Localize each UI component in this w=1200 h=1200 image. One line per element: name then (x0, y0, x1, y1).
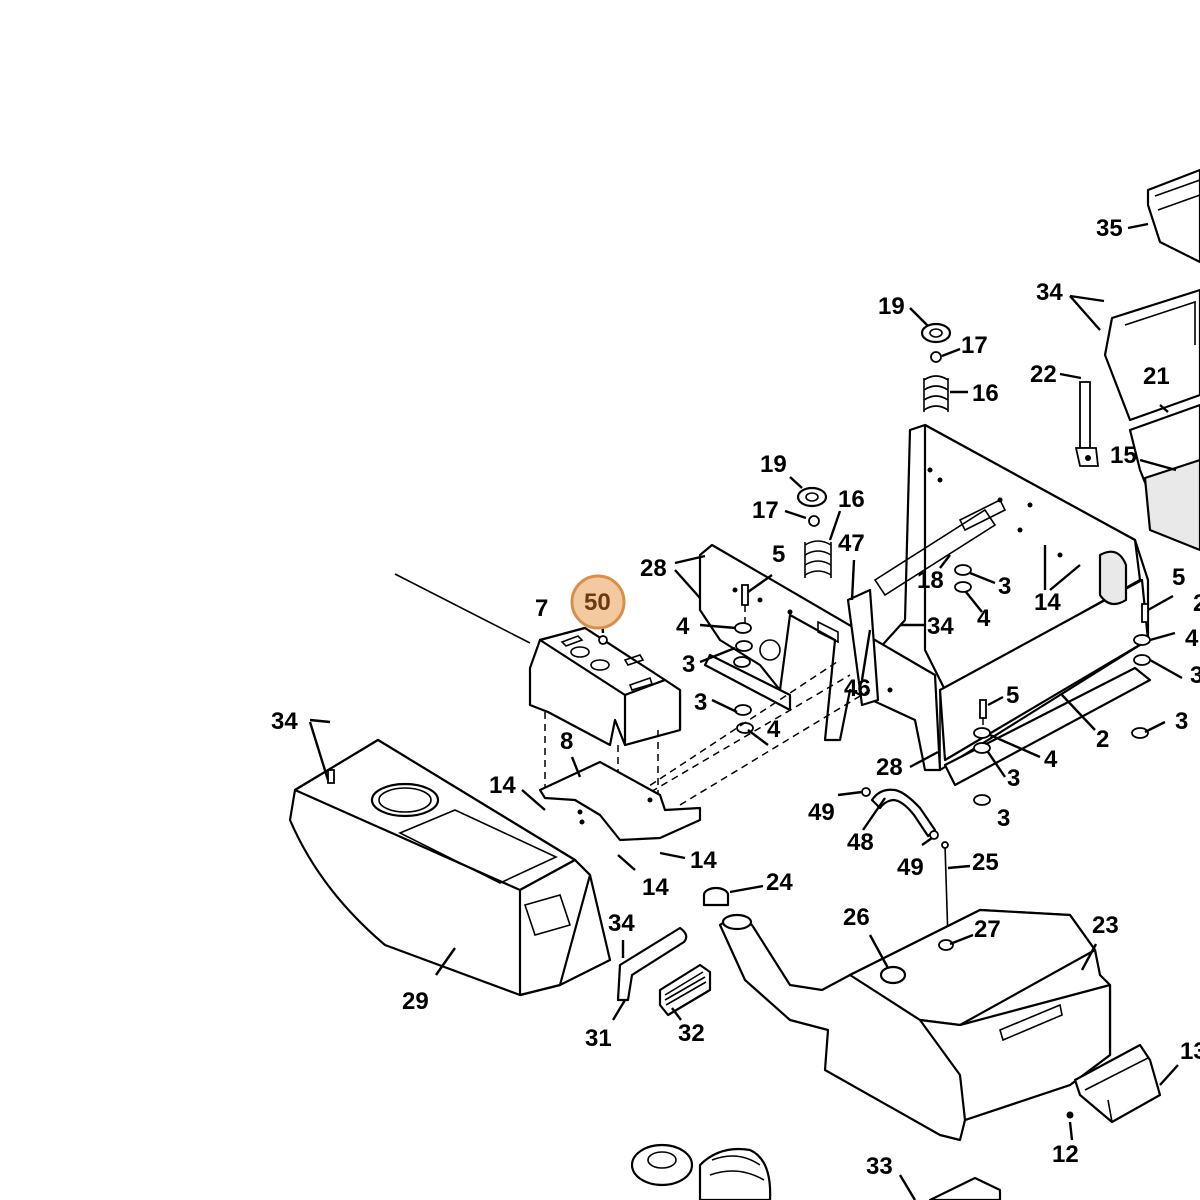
part-33-assembly (630, 1143, 1002, 1200)
label-13[interactable]: 13 (1180, 1038, 1200, 1065)
label-33[interactable]: 33 (866, 1153, 893, 1180)
label-4[interactable]: 4 (676, 613, 690, 640)
label-19b[interactable]: 19 (760, 451, 787, 478)
label-15[interactable]: 15 (1110, 442, 1137, 469)
part-22-rod (1074, 381, 1100, 467)
label-19[interactable]: 19 (878, 293, 905, 320)
label-24[interactable]: 24 (766, 869, 793, 896)
spring-assembly-upper (920, 322, 952, 412)
label-5[interactable]: 5 (772, 541, 785, 568)
label-23[interactable]: 23 (1092, 912, 1119, 939)
part-31-rod (616, 926, 688, 1002)
label-8[interactable]: 8 (560, 728, 573, 755)
label-22[interactable]: 22 (1030, 361, 1057, 388)
label-26[interactable]: 26 (843, 904, 870, 931)
label-4f[interactable]: 4 (1185, 625, 1199, 652)
callout-labels: 35 34 19 17 16 22 21 15 19 17 16 47 28 5… (271, 215, 1200, 1180)
part-35-tray (1146, 168, 1200, 264)
label-4b[interactable]: 4 (977, 605, 991, 632)
label-2b[interactable]: 2 (1193, 590, 1200, 617)
label-17b[interactable]: 17 (752, 497, 779, 524)
part-23-fuel-tank (718, 908, 1112, 1142)
label-28[interactable]: 28 (640, 555, 667, 582)
assembly-dash-lines (544, 659, 871, 840)
label-46[interactable]: 46 (844, 675, 871, 702)
label-16[interactable]: 16 (972, 380, 999, 407)
label-35[interactable]: 35 (1096, 215, 1123, 242)
label-16b[interactable]: 16 (838, 486, 865, 513)
part-47-tube (846, 588, 880, 707)
label-12[interactable]: 12 (1052, 1141, 1079, 1168)
label-31[interactable]: 31 (585, 1025, 612, 1052)
label-17[interactable]: 17 (961, 332, 988, 359)
label-7[interactable]: 7 (535, 595, 548, 622)
label-21[interactable]: 21 (1143, 363, 1170, 390)
label-14c[interactable]: 14 (690, 847, 717, 874)
label-34c[interactable]: 34 (271, 708, 298, 735)
label-3g[interactable]: 3 (1190, 662, 1200, 689)
label-3[interactable]: 3 (998, 573, 1011, 600)
label-5c[interactable]: 5 (1006, 682, 1019, 709)
part-21-housing (1103, 288, 1200, 552)
cable-line (394, 573, 531, 644)
part-25-rod (941, 841, 949, 941)
label-4d[interactable]: 4 (767, 716, 781, 743)
label-34d[interactable]: 34 (608, 910, 635, 937)
part-48-hose (861, 787, 939, 840)
label-5b[interactable]: 5 (1172, 564, 1185, 591)
part-8-plate (538, 760, 702, 842)
part-29-cover (288, 738, 612, 997)
highlight-circle-50[interactable] (570, 574, 626, 630)
label-28b[interactable]: 28 (876, 754, 903, 781)
label-4e[interactable]: 4 (1044, 746, 1058, 773)
label-3f[interactable]: 3 (997, 805, 1010, 832)
label-25[interactable]: 25 (972, 849, 999, 876)
part-13-bracket (1066, 1043, 1162, 1124)
label-49[interactable]: 49 (808, 799, 835, 826)
spring-assembly-lower (796, 486, 832, 578)
label-14[interactable]: 14 (1034, 589, 1061, 616)
label-48[interactable]: 48 (847, 829, 874, 856)
label-14b[interactable]: 14 (489, 772, 516, 799)
label-3c[interactable]: 3 (694, 689, 707, 716)
part-32-grate (658, 963, 712, 1017)
leader-lines (308, 222, 1183, 1200)
label-34b[interactable]: 34 (927, 613, 954, 640)
label-29[interactable]: 29 (402, 988, 429, 1015)
label-50[interactable]: 50 (584, 589, 611, 616)
label-3d[interactable]: 3 (1175, 708, 1188, 735)
label-47[interactable]: 47 (838, 530, 865, 557)
part-24-cap (702, 886, 730, 907)
label-34[interactable]: 34 (1036, 279, 1063, 306)
label-18[interactable]: 18 (917, 567, 944, 594)
label-32[interactable]: 32 (678, 1020, 705, 1047)
label-2[interactable]: 2 (1096, 726, 1109, 753)
part-28-bracket (698, 543, 942, 772)
label-49b[interactable]: 49 (897, 854, 924, 881)
label-27[interactable]: 27 (974, 916, 1001, 943)
label-3e[interactable]: 3 (1007, 765, 1020, 792)
label-14d[interactable]: 14 (642, 874, 669, 901)
label-3b[interactable]: 3 (682, 651, 695, 678)
part-7-console (528, 626, 682, 747)
